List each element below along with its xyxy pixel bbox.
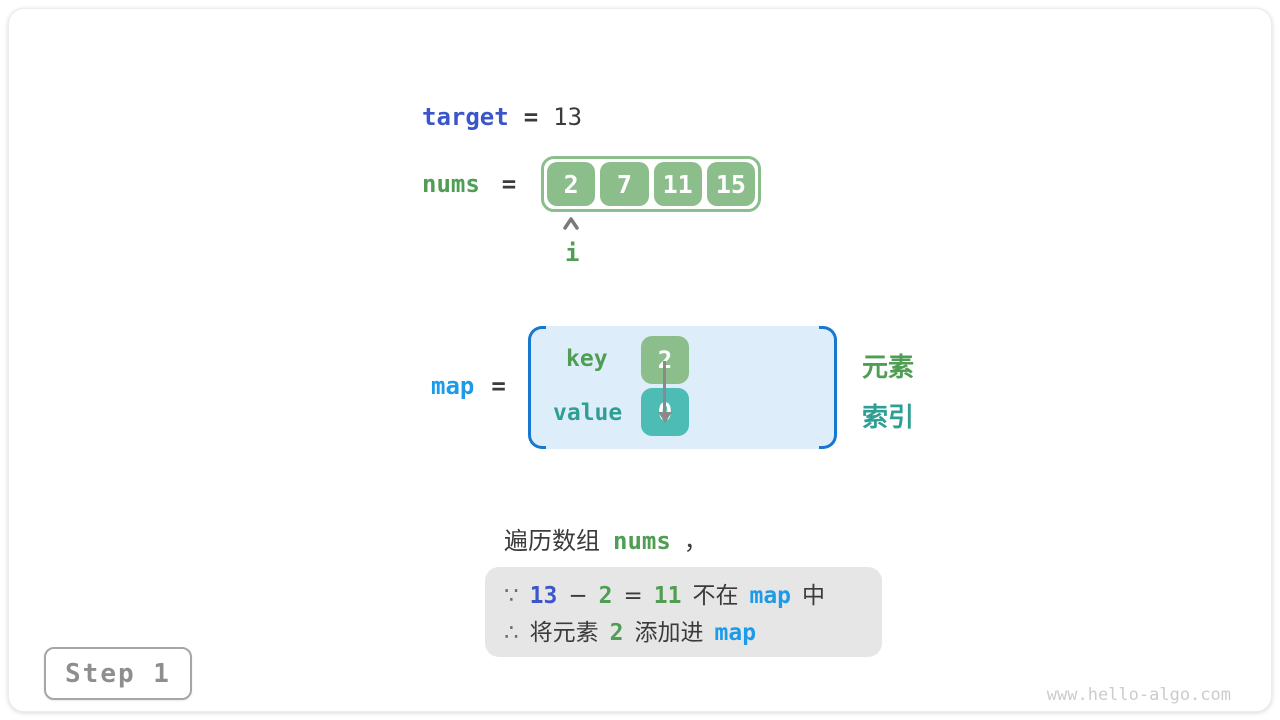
inference-element: 2 bbox=[598, 583, 613, 609]
add-middle-text: 添加进 bbox=[634, 620, 704, 646]
map-label-row: map = bbox=[431, 372, 506, 400]
inference-line-1: ∵ 13 − 2 = 11 不在 map 中 bbox=[504, 576, 882, 613]
target-row: target = 13 bbox=[422, 103, 582, 131]
add-prefix-text: 将元素 bbox=[529, 620, 599, 646]
diagram-card: target = 13 nums = 2 7 11 15 i map = key bbox=[8, 8, 1272, 712]
nums-cell-1: 7 bbox=[600, 162, 649, 206]
because-symbol: ∵ bbox=[504, 583, 519, 609]
target-label: target bbox=[422, 103, 509, 131]
caption-text: 遍历数组 bbox=[504, 527, 600, 555]
nums-cell-2: 11 bbox=[653, 162, 702, 206]
map-ref-2: map bbox=[714, 620, 757, 646]
nums-equals: = bbox=[501, 170, 517, 198]
map-value-label: value bbox=[553, 400, 623, 426]
inference-line-2: ∴ 将元素 2 添加进 map bbox=[504, 613, 882, 650]
pointer-label: i bbox=[565, 239, 580, 267]
therefore-symbol: ∴ bbox=[504, 620, 519, 646]
in-suffix-text: 中 bbox=[802, 583, 826, 609]
nums-label: nums bbox=[422, 170, 480, 198]
inference-target: 13 bbox=[529, 583, 558, 609]
inference-difference: 11 bbox=[653, 583, 682, 609]
nums-label-row: nums = bbox=[422, 170, 516, 198]
target-value: 13 bbox=[553, 103, 583, 131]
key-to-value-arrowhead-icon bbox=[658, 412, 672, 423]
minus-sign: − bbox=[568, 583, 588, 609]
key-to-value-arrow bbox=[663, 361, 666, 413]
watermark: www.hello-algo.com bbox=[1046, 685, 1231, 705]
pointer-caret-icon bbox=[562, 216, 580, 235]
equals-sign: = bbox=[623, 583, 643, 609]
map-equals: = bbox=[491, 372, 506, 400]
map-bracket-right bbox=[819, 326, 837, 449]
caption-comma: ， bbox=[683, 527, 708, 555]
step-badge: Step 1 bbox=[44, 647, 192, 700]
map-bracket-left bbox=[528, 326, 546, 449]
nums-array: 2 7 11 15 bbox=[541, 156, 761, 212]
map-container: key 2 value 0 bbox=[528, 326, 837, 449]
legend-index: 索引 bbox=[862, 403, 915, 433]
map-ref-1: map bbox=[749, 583, 792, 609]
target-equals: = bbox=[523, 103, 539, 131]
inference-box: ∵ 13 − 2 = 11 不在 map 中 ∴ 将元素 2 添加进 map bbox=[485, 567, 882, 657]
nums-cell-0: 2 bbox=[547, 162, 596, 206]
caption-row: 遍历数组 nums ， bbox=[504, 521, 708, 556]
map-key-label: key bbox=[566, 346, 608, 372]
legend-element: 元素 bbox=[862, 353, 915, 383]
map-label: map bbox=[431, 372, 475, 400]
step-label: Step 1 bbox=[65, 658, 171, 689]
nums-cell-3: 15 bbox=[706, 162, 755, 206]
inference-element-2: 2 bbox=[609, 620, 624, 646]
not-in-text: 不在 bbox=[692, 583, 739, 609]
caption-code: nums bbox=[613, 527, 671, 555]
